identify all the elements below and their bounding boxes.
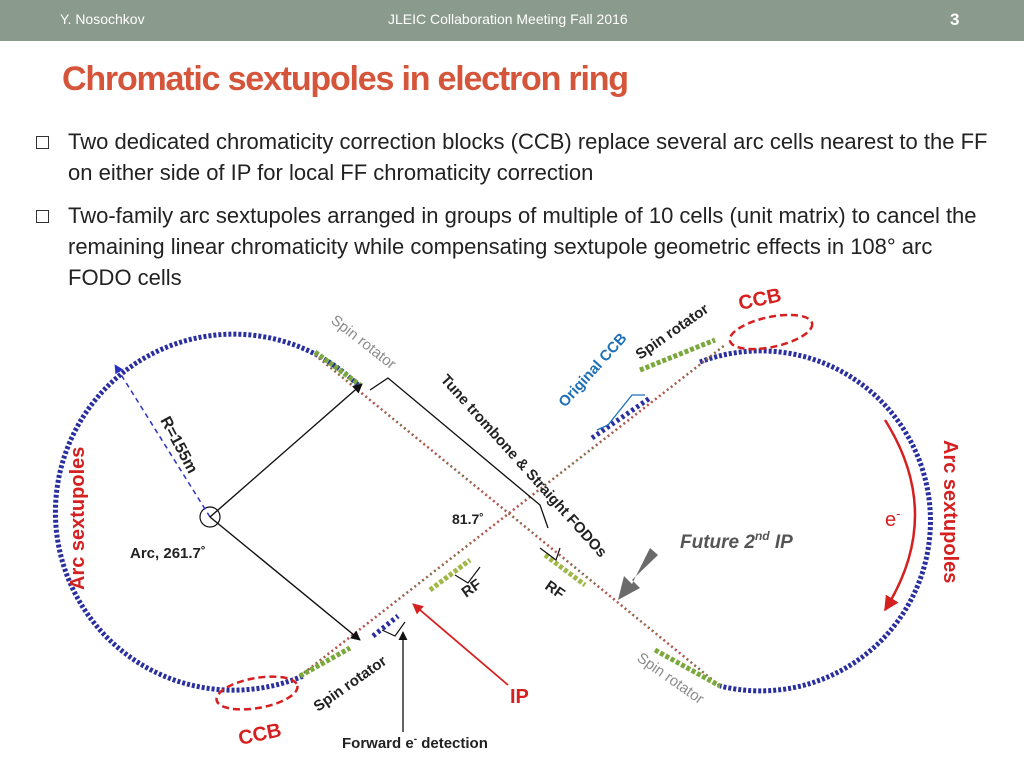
original-ccb-block — [371, 395, 652, 638]
left-arc — [52, 331, 360, 693]
arc-center-marker — [199, 506, 221, 528]
ip-arrow — [412, 603, 509, 686]
future-ip-arrow-icon — [618, 548, 658, 600]
original-ccb-text: Original CCB — [555, 330, 630, 411]
arc-angle-arrow — [209, 516, 361, 641]
spin-rotator-block — [298, 337, 722, 689]
original-ccb-brace — [596, 394, 645, 431]
arc-sextupoles-label: Arc sextupoles — [67, 447, 89, 590]
page-number: 3 — [950, 10, 960, 29]
ip-label: IP — [510, 686, 529, 708]
spin-rotator-brace — [381, 621, 406, 637]
electron-direction-arrow — [883, 419, 917, 612]
tune-trombone-brace — [369, 377, 549, 529]
bullet-item: Two dedicated chromaticity correction bl… — [36, 126, 996, 188]
future-ip-label: Future 2nd IP — [680, 529, 793, 553]
rf-brace — [539, 547, 561, 561]
crossing-angle-label: 81.7˚ — [452, 511, 484, 527]
bullet-item: Two-family arc sextupoles arranged in gr… — [36, 200, 996, 293]
rf-label: RF — [542, 577, 568, 602]
bullet-text: Two-family arc sextupoles arranged in gr… — [68, 203, 977, 290]
conference-name: JLEIC Collaboration Meeting Fall 2016 — [388, 11, 628, 27]
tune-trombone-label: Tune trombone & Straight FODOs — [437, 371, 610, 561]
ccb-highlight-ellipse — [728, 313, 814, 351]
forward-detection-sup: - — [414, 734, 417, 745]
arc-angle-arrow — [209, 383, 363, 518]
future-ip-suffix: IP — [770, 532, 794, 553]
future-ip-text: Future 2 — [680, 532, 755, 553]
radius-arrow — [114, 364, 211, 518]
right-arc — [699, 348, 933, 694]
original-ccb-label: Original CCB — [555, 330, 630, 411]
slide-header: Y. Nosochkov JLEIC Collaboration Meeting… — [0, 0, 1024, 41]
electron-sup: - — [896, 506, 900, 521]
author-name: Y. Nosochkov — [60, 11, 145, 27]
electron-label: e- — [885, 506, 900, 531]
spin-rotator-label: Spin rotator — [633, 301, 713, 364]
electron-text: e — [885, 509, 896, 531]
forward-detection-text: Forward e — [342, 735, 414, 752]
rf-brace — [454, 566, 481, 584]
arc-sextupoles-label: Arc sextupoles — [939, 440, 961, 583]
checkbox-bullet-icon — [36, 136, 49, 149]
ccb-label: CCB — [236, 719, 283, 750]
ccb-label: CCB — [736, 284, 783, 315]
spin-rotator-label: Spin rotator — [634, 649, 707, 707]
forward-detection-label: Forward e- detection — [342, 734, 488, 752]
future-ip-sup: nd — [755, 529, 770, 543]
radius-label: R=155m — [156, 414, 200, 477]
rf-block — [428, 553, 587, 592]
checkbox-bullet-icon — [36, 210, 49, 223]
ccb-highlight-ellipse — [215, 675, 299, 711]
slide-title: Chromatic sextupoles in electron ring — [62, 60, 629, 98]
spin-rotator-label: Spin rotator — [328, 312, 400, 373]
forward-detection-suffix: detection — [417, 735, 488, 752]
arc-angle-label: Arc, 261.7˚ — [130, 545, 206, 562]
bullet-text: Two dedicated chromaticity correction bl… — [68, 129, 988, 185]
